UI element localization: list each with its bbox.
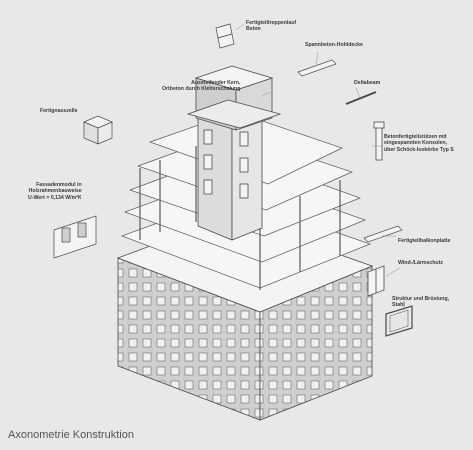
label-balcony: Fertigteilbalkonplatte [398, 238, 451, 244]
wet-cell [83, 115, 113, 145]
precast-column [373, 121, 385, 161]
label-wetcell: Fertignasszelle [40, 108, 78, 114]
steel-frame [385, 305, 413, 337]
label-hollowcore: Spannbeton-Hohldecke [305, 42, 363, 48]
facade-module [53, 215, 97, 259]
deltabeam [345, 91, 377, 105]
concrete-columns [139, 146, 341, 290]
balcony-slab [363, 225, 403, 243]
noise-screen [367, 265, 385, 297]
hollowcore-slab [297, 59, 337, 77]
label-deltabeam: Deltabeam [354, 80, 381, 86]
label-core: Aussteifender Kern,Ortbeton durch Klette… [162, 80, 241, 93]
stair-run [215, 23, 235, 49]
leader-lines [235, 23, 405, 310]
label-noise: Wind-/Lärmschutz [398, 260, 443, 266]
core-top [186, 65, 282, 131]
figure-caption: Axonometrie Konstruktion [8, 429, 134, 441]
label-structure: Struktur und Brüstung,Stahl [392, 296, 450, 309]
